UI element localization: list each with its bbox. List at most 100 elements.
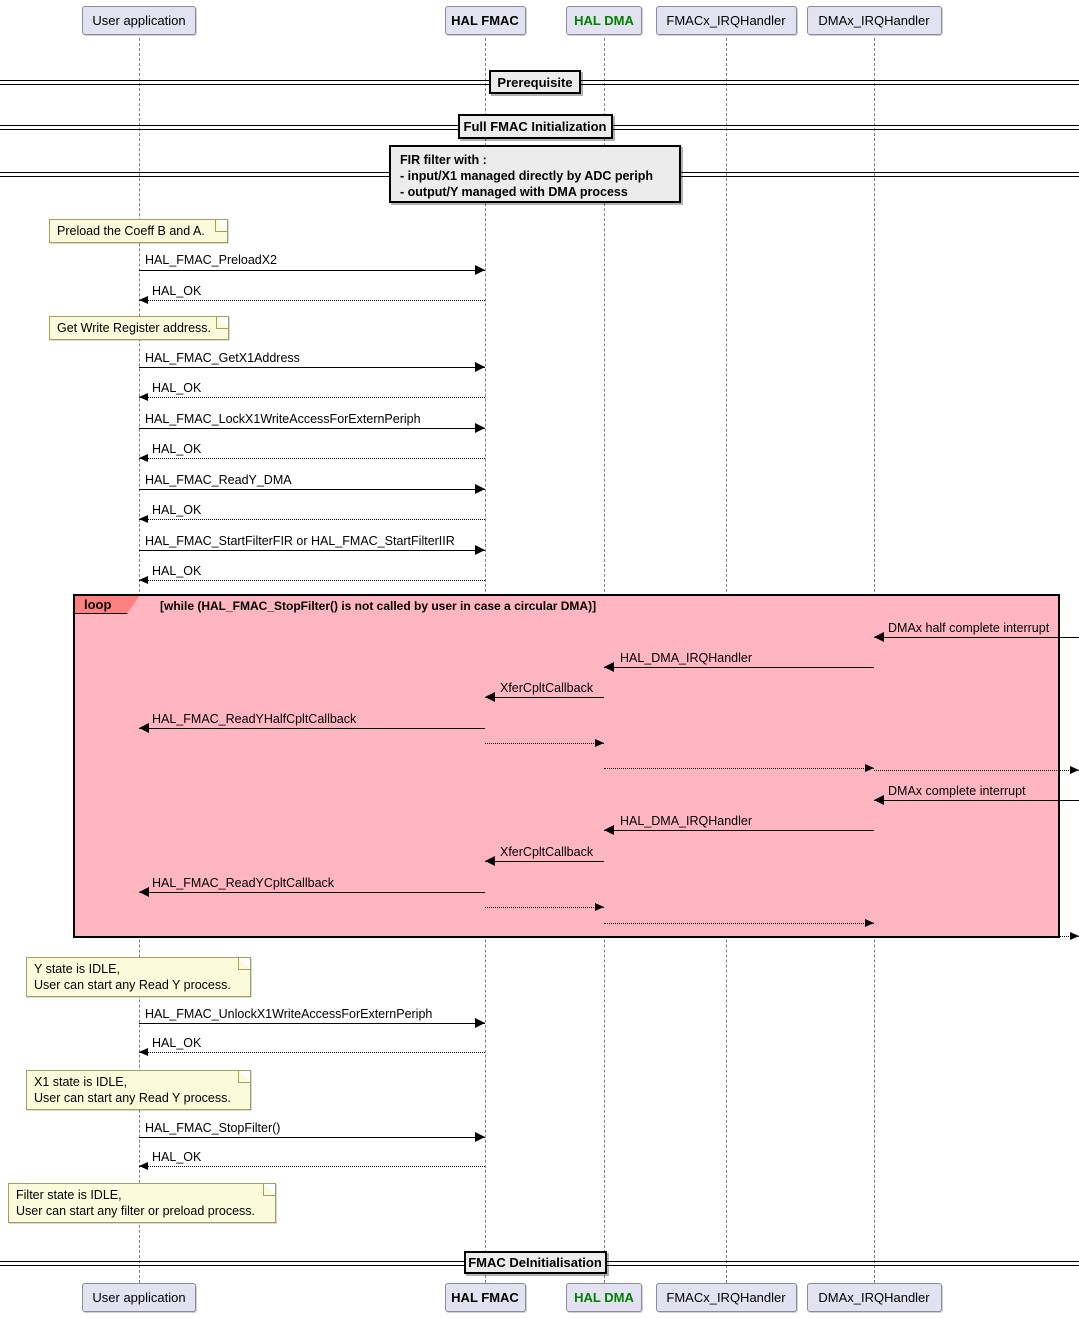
message-line-m-ok-1 xyxy=(139,300,485,301)
note-note-x1-idle: X1 state is IDLE,User can start any Read… xyxy=(26,1070,251,1110)
message-label-m-preloadx2: HAL_FMAC_PreloadX2 xyxy=(145,253,278,267)
arrow-head-m-ok-3 xyxy=(139,454,148,462)
message-label-m-ok-6: HAL_OK xyxy=(152,1036,202,1050)
note-fold-corner-icon xyxy=(238,1071,250,1083)
arrow-head-m-readyhalf-cb xyxy=(139,723,149,733)
loop-fragment xyxy=(73,594,1060,938)
message-line-m-preloadx2 xyxy=(139,270,485,271)
participant-bottom-dmairq[interactable]: DMAx_IRQHandler xyxy=(806,1283,942,1312)
message-label-m-ok-4: HAL_OK xyxy=(152,503,202,517)
message-line-m-readyhalf-cb xyxy=(139,728,485,729)
note-fold-corner-icon xyxy=(238,958,250,970)
arrow-head-m-startfilter xyxy=(475,545,485,555)
message-label-m-ready-dma: HAL_FMAC_ReadY_DMA xyxy=(145,473,292,487)
message-line-m-xfercplt-2 xyxy=(485,861,604,862)
message-line-m-dma-cplt-int xyxy=(874,800,1079,801)
message-label-m-startfilter: HAL_FMAC_StartFilterFIR or HAL_FMAC_Star… xyxy=(145,534,455,548)
message-line-m-dma-irq-2 xyxy=(604,830,874,831)
arrow-head-m-ok-2 xyxy=(139,393,148,401)
fir-note-line: - input/X1 managed directly by ADC perip… xyxy=(400,169,654,183)
arrow-head-m-ret-2c xyxy=(1070,932,1079,940)
note-fold-corner-icon xyxy=(215,220,227,232)
message-line-m-unlockx1 xyxy=(139,1023,485,1024)
message-label-m-xfercplt-1: XferCpltCallback xyxy=(500,681,594,695)
message-line-m-ret-2b xyxy=(604,923,874,924)
note-line: User can start any Read Y process. xyxy=(34,1091,231,1105)
arrow-head-m-preloadx2 xyxy=(475,265,485,275)
participant-top-user[interactable]: User application xyxy=(82,6,196,35)
message-label-m-ok-5: HAL_OK xyxy=(152,564,202,578)
message-label-m-xfercplt-2: XferCpltCallback xyxy=(500,845,594,859)
message-line-m-lockx1 xyxy=(139,428,485,429)
arrow-head-m-xfercplt-2 xyxy=(485,856,495,866)
note-line: Y state is IDLE, xyxy=(34,962,120,976)
message-label-m-dma-irq-1: HAL_DMA_IRQHandler xyxy=(620,651,752,665)
participant-bottom-fmacirq[interactable]: FMACx_IRQHandler xyxy=(655,1283,797,1312)
arrow-head-m-ready-dma xyxy=(475,484,485,494)
divider-deinit: FMAC DeInitialisation xyxy=(463,1251,607,1274)
arrow-head-m-unlockx1 xyxy=(475,1018,485,1028)
participant-bottom-haldma[interactable]: HAL DMA xyxy=(566,1283,642,1312)
message-line-m-ok-2 xyxy=(139,397,485,398)
note-line: User can start any Read Y process. xyxy=(34,978,231,992)
arrow-head-m-ok-5 xyxy=(139,576,148,584)
arrow-head-m-ok-7 xyxy=(139,1162,148,1170)
participant-top-dmairq[interactable]: DMAx_IRQHandler xyxy=(806,6,942,35)
message-label-m-lockx1: HAL_FMAC_LockX1WriteAccessForExternPerip… xyxy=(145,412,421,426)
message-label-m-ok-2: HAL_OK xyxy=(152,381,202,395)
arrow-head-m-ok-1 xyxy=(139,296,148,304)
message-line-m-ret-1a xyxy=(485,743,604,744)
arrow-head-m-ret-1c xyxy=(1070,766,1079,774)
message-label-m-readycplt-cb: HAL_FMAC_ReadYCpltCallback xyxy=(152,876,335,890)
message-line-m-ret-2c xyxy=(874,936,1079,937)
message-line-m-ok-5 xyxy=(139,580,485,581)
arrow-head-m-dma-half-int xyxy=(874,632,884,642)
note-line: User can start any filter or preload pro… xyxy=(16,1204,255,1218)
arrow-head-m-dma-irq-2 xyxy=(604,825,614,835)
arrow-head-m-dma-irq-1 xyxy=(604,662,614,672)
message-line-m-getx1address xyxy=(139,367,485,368)
message-line-m-ok-6 xyxy=(139,1052,485,1053)
arrow-head-m-ret-2b xyxy=(865,919,874,927)
arrow-head-m-ok-4 xyxy=(139,515,148,523)
arrow-head-m-getx1address xyxy=(475,362,485,372)
divider-full-init: Full FMAC Initialization xyxy=(457,114,613,139)
message-label-m-dma-irq-2: HAL_DMA_IRQHandler xyxy=(620,814,752,828)
message-line-m-ok-3 xyxy=(139,458,485,459)
note-note-y-idle: Y state is IDLE, User can start any Read … xyxy=(26,957,251,997)
arrow-head-m-stopfilter xyxy=(475,1132,485,1142)
message-line-m-startfilter xyxy=(139,550,485,551)
message-line-m-dma-irq-1 xyxy=(604,667,874,668)
participant-bottom-user[interactable]: User application xyxy=(82,1283,196,1312)
message-label-m-ok-3: HAL_OK xyxy=(152,442,202,456)
arrow-head-m-dma-cplt-int xyxy=(874,795,884,805)
participant-top-haldma[interactable]: HAL DMA xyxy=(566,6,642,35)
message-label-m-dma-cplt-int: DMAx complete interrupt xyxy=(888,784,1026,798)
note-note-preload-coeff: Preload the Coeff B and A. xyxy=(49,219,228,243)
message-line-m-ok-4 xyxy=(139,519,485,520)
fir-note-line: FIR filter with : xyxy=(400,153,487,167)
message-label-m-readyhalf-cb: HAL_FMAC_ReadYHalfCpltCallback xyxy=(152,712,357,726)
message-label-m-stopfilter: HAL_FMAC_StopFilter() xyxy=(145,1121,281,1135)
arrow-head-m-xfercplt-1 xyxy=(485,692,495,702)
arrow-head-m-ret-1a xyxy=(595,739,604,747)
message-label-m-getx1address: HAL_FMAC_GetX1Address xyxy=(145,351,300,365)
message-line-m-ret-1b xyxy=(604,768,874,769)
message-label-m-ok-7: HAL_OK xyxy=(152,1150,202,1164)
note-fold-corner-icon xyxy=(216,317,228,329)
divider-fir-filter-note: FIR filter with : - input/X1 managed dir… xyxy=(389,145,681,203)
arrow-head-m-readycplt-cb xyxy=(139,887,149,897)
participant-top-halfmac[interactable]: HAL FMAC xyxy=(444,6,526,35)
message-line-m-readycplt-cb xyxy=(139,892,485,893)
loop-condition: [while (HAL_FMAC_StopFilter() is not cal… xyxy=(160,599,597,613)
message-label-m-ok-1: HAL_OK xyxy=(152,284,202,298)
participant-top-fmacirq[interactable]: FMACx_IRQHandler xyxy=(655,6,797,35)
arrow-head-m-ret-2a xyxy=(595,903,604,911)
message-line-m-ok-7 xyxy=(139,1166,485,1167)
loop-label: loop xyxy=(74,595,140,614)
participant-bottom-halfmac[interactable]: HAL FMAC xyxy=(444,1283,526,1312)
message-line-m-ready-dma xyxy=(139,489,485,490)
divider-prerequisite: Prerequisite xyxy=(489,70,581,94)
note-note-filter-idle: Filter state is IDLE,User can start any … xyxy=(8,1183,276,1223)
